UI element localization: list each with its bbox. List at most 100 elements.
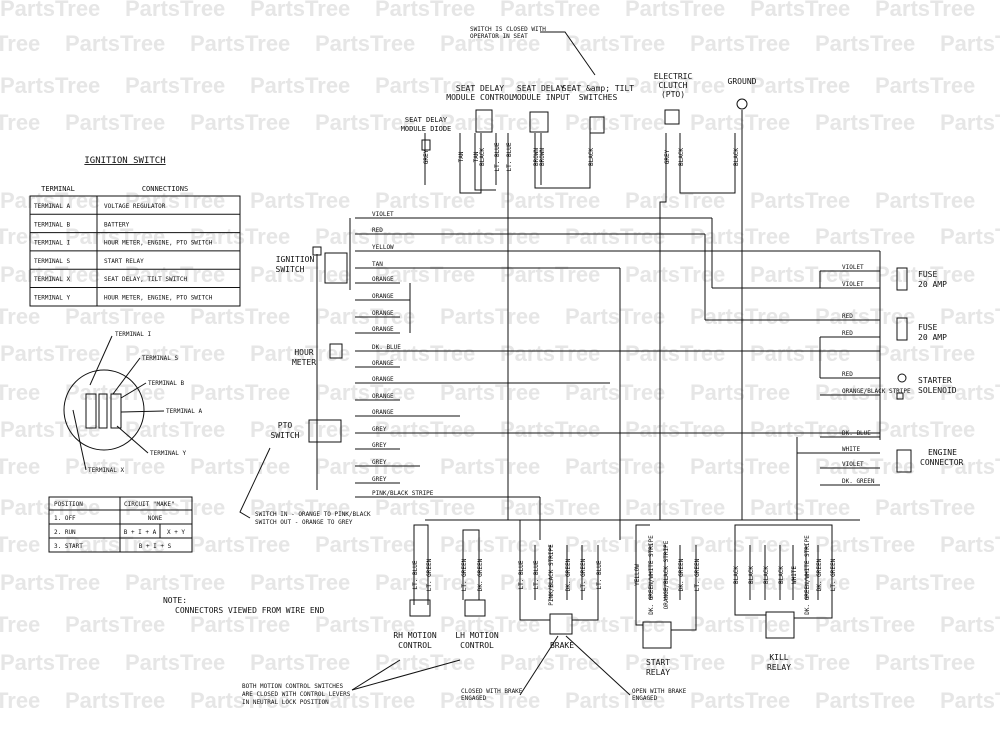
pto-switch-label-2: SWITCH <box>271 431 300 440</box>
bottom-wire-label: LT. GREEN <box>830 558 837 591</box>
brake-closed-line-2: ENGAGED <box>461 695 487 702</box>
pto-switch-label-1: PTO <box>278 421 293 430</box>
watermark-text: PartsTree <box>750 188 850 213</box>
wire <box>734 600 766 616</box>
watermark-text: PartsTree <box>250 73 350 98</box>
watermark-text: PartsTree <box>0 380 40 405</box>
watermark-text: PartsTree <box>940 304 1000 329</box>
watermark-text: PartsTree <box>690 532 790 557</box>
wire <box>519 600 550 621</box>
watermark-text: PartsTree <box>315 31 415 56</box>
pos-circuit-cell: NONE <box>148 515 163 522</box>
ignition-wire-label: ORANGE <box>372 293 394 300</box>
bottom-wire-label: LT. BLUE <box>533 560 540 589</box>
bottom-wire-label: ORANGE/BLACK STRIPE <box>663 540 670 609</box>
table-connection-cell: HOUR METER, ENGINE, PTO SWITCH <box>104 240 213 247</box>
table-connection-cell: SEAT DELAY, TILT SWITCH <box>104 276 187 283</box>
watermark-text: PartsTree <box>815 224 915 249</box>
ignition-wire-label: YELLOW <box>372 244 394 251</box>
seat-tilt-label-1: SEAT &amp; TILT <box>562 84 634 93</box>
watermark-text: PartsTree <box>625 0 725 21</box>
brake-connector <box>549 613 573 635</box>
watermark-text: PartsTree <box>815 612 915 637</box>
right-wire-label: DK. BLUE <box>842 430 871 437</box>
ignition-wire-label: RED <box>372 227 383 234</box>
rh-motion-connector <box>409 599 431 617</box>
ignition-wire-label: ORANGE <box>372 360 394 367</box>
pto-note-line-2: SWITCH OUT - ORANGE TO GREY <box>255 519 353 526</box>
hour-meter-connector <box>329 343 343 359</box>
start-relay-label-2: RELAY <box>646 668 670 677</box>
ignition-wire-label: VIOLET <box>372 211 394 218</box>
wire <box>459 185 482 194</box>
fuse-2-label-2: 20 AMP <box>918 333 947 342</box>
bottom-wire-label: BLACK <box>763 566 770 584</box>
terminal-label: TERMINAL B <box>148 380 185 387</box>
terminal-leader <box>112 357 141 395</box>
ignition-wire-label: PINK/BLACK STRIPE <box>372 490 434 497</box>
watermark-text: PartsTree <box>565 304 665 329</box>
watermark-text: PartsTree <box>375 650 475 675</box>
kill-relay-body <box>765 611 795 639</box>
watermark-text: PartsTree <box>315 612 415 637</box>
motion-note-line: BOTH MOTION CONTROL SWITCHES <box>242 683 344 690</box>
watermark-text: PartsTree <box>750 341 850 366</box>
motion-note-line: ARE CLOSED WITH CONTROL LEVERS <box>242 691 351 698</box>
terminal-leader <box>72 409 87 471</box>
wire <box>794 600 833 619</box>
watermark-text: PartsTree <box>500 650 600 675</box>
watermark-text: PartsTree <box>500 73 600 98</box>
motion-note-leader <box>351 659 461 691</box>
watermark-text: PartsTree <box>875 0 975 21</box>
watermark-text: PartsTree <box>940 454 1000 479</box>
bottom-wire-label: DK. GREEN <box>565 558 572 591</box>
watermark-text: PartsTree <box>190 454 290 479</box>
right-wire-label: DK. GREEN <box>842 478 875 485</box>
right-wire-label: ORANGE/BLACK STRIPE <box>842 388 911 395</box>
watermark-text: PartsTree <box>65 688 165 713</box>
table-terminal-cell: TERMINAL X <box>34 276 71 283</box>
electric-clutch-label-3: (PTO) <box>661 90 685 99</box>
ignition-switch-label-2: SWITCH <box>276 265 305 274</box>
brake-open-leader <box>565 635 631 696</box>
bottom-wire-label: BLACK <box>733 566 740 584</box>
watermark-text: PartsTree <box>625 341 725 366</box>
watermark-text: PartsTree <box>565 110 665 135</box>
watermark-text: PartsTree <box>315 380 415 405</box>
engine-label-1: ENGINE <box>928 448 957 457</box>
wire <box>474 185 496 191</box>
watermark-text: PartsTree <box>940 532 1000 557</box>
watermark-text: PartsTree <box>250 417 350 442</box>
watermark-text: PartsTree <box>440 688 540 713</box>
top-note-line-1: SWITCH IS CLOSED WITH <box>470 26 546 33</box>
watermark-text: PartsTree <box>440 224 540 249</box>
ignition-wire-label: GREY <box>372 426 387 433</box>
bottom-wire-label: LT. BLUE <box>518 560 525 589</box>
watermark-text: PartsTree <box>500 495 600 520</box>
watermark-text: PartsTree <box>315 110 415 135</box>
watermark-text: PartsTree <box>565 612 665 637</box>
bottom-wire-label: LT. BLUE <box>596 560 603 589</box>
watermark-text: PartsTree <box>690 224 790 249</box>
watermark-text: PartsTree <box>875 341 975 366</box>
right-wire-label: VIOLET <box>842 461 864 468</box>
terminal-label: TERMINAL X <box>88 467 125 474</box>
brake-open-line-2: ENGAGED <box>632 695 658 702</box>
table-connection-cell: BATTERY <box>104 221 130 228</box>
watermark-text: PartsTree <box>750 262 850 287</box>
top-wire-label: TAN <box>473 151 480 162</box>
ignition-wire-label: ORANGE <box>372 393 394 400</box>
rh-motion-label-2: CONTROL <box>398 641 432 650</box>
watermark-text: PartsTree <box>190 304 290 329</box>
watermark-text: PartsTree <box>440 532 540 557</box>
watermark-text: PartsTree <box>125 650 225 675</box>
watermark-text: PartsTree <box>875 417 975 442</box>
watermark-text: PartsTree <box>125 495 225 520</box>
ignition-wire-label: ORANGE <box>372 276 394 283</box>
bottom-wire-label: LT. GREEN <box>580 558 587 591</box>
right-wire-label: VIOLET <box>842 281 864 288</box>
watermark-text: PartsTree <box>65 304 165 329</box>
watermark-text: PartsTree <box>0 417 100 442</box>
watermark-text: PartsTree <box>0 454 40 479</box>
